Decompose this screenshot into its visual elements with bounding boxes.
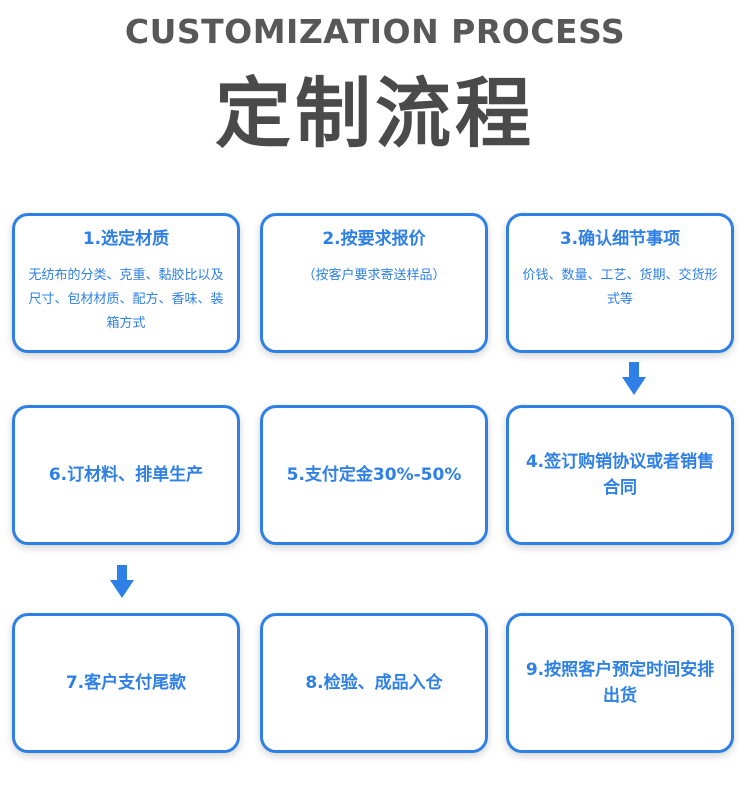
chinese-title: 定制流程	[215, 69, 535, 158]
step-3-desc: 价钱、数量、工艺、货期、交货形式等	[522, 268, 718, 307]
step-7-box: 7.客户支付尾款	[12, 613, 240, 753]
english-title: CUSTOMIZATION PROCESS	[124, 12, 626, 51]
step-9-box: 9.按照客户预定时间安排出货	[506, 613, 734, 753]
step-5-title: 5.支付定金30%-50%	[286, 465, 462, 485]
step-1-title: 1.选定材质	[82, 229, 170, 249]
step-5-box: 5.支付定金30%-50%	[260, 405, 488, 545]
arrow-down-icon	[110, 565, 134, 598]
step-6-box: 6.订材料、排单生产	[12, 405, 240, 545]
step-4-box: 4.签订购销协议或者销售合同	[506, 405, 734, 545]
arrow-down-icon	[622, 362, 646, 395]
step-1-desc: 无纺布的分类、克重、黏胶比以及尺寸、包材材质、配方、香味、装箱方式	[28, 268, 224, 331]
step-2-box: 2.按要求报价 （按客户要求寄送样品）	[260, 213, 488, 353]
step-2-title: 2.按要求报价	[322, 229, 426, 249]
step-9-title: 9.按照客户预定时间安排出货	[525, 660, 715, 706]
step-7-title: 7.客户支付尾款	[65, 673, 187, 693]
step-8-box: 8.检验、成品入仓	[260, 613, 488, 753]
step-3-box: 3.确认细节事项 价钱、数量、工艺、货期、交货形式等	[506, 213, 734, 353]
step-3-title: 3.确认细节事项	[559, 229, 681, 249]
step-8-title: 8.检验、成品入仓	[305, 673, 443, 693]
step-6-title: 6.订材料、排单生产	[48, 465, 204, 485]
step-2-desc: （按客户要求寄送样品）	[302, 268, 446, 283]
step-4-title: 4.签订购销协议或者销售合同	[525, 452, 715, 498]
step-1-box: 1.选定材质 无纺布的分类、克重、黏胶比以及尺寸、包材材质、配方、香味、装箱方式	[12, 213, 240, 353]
